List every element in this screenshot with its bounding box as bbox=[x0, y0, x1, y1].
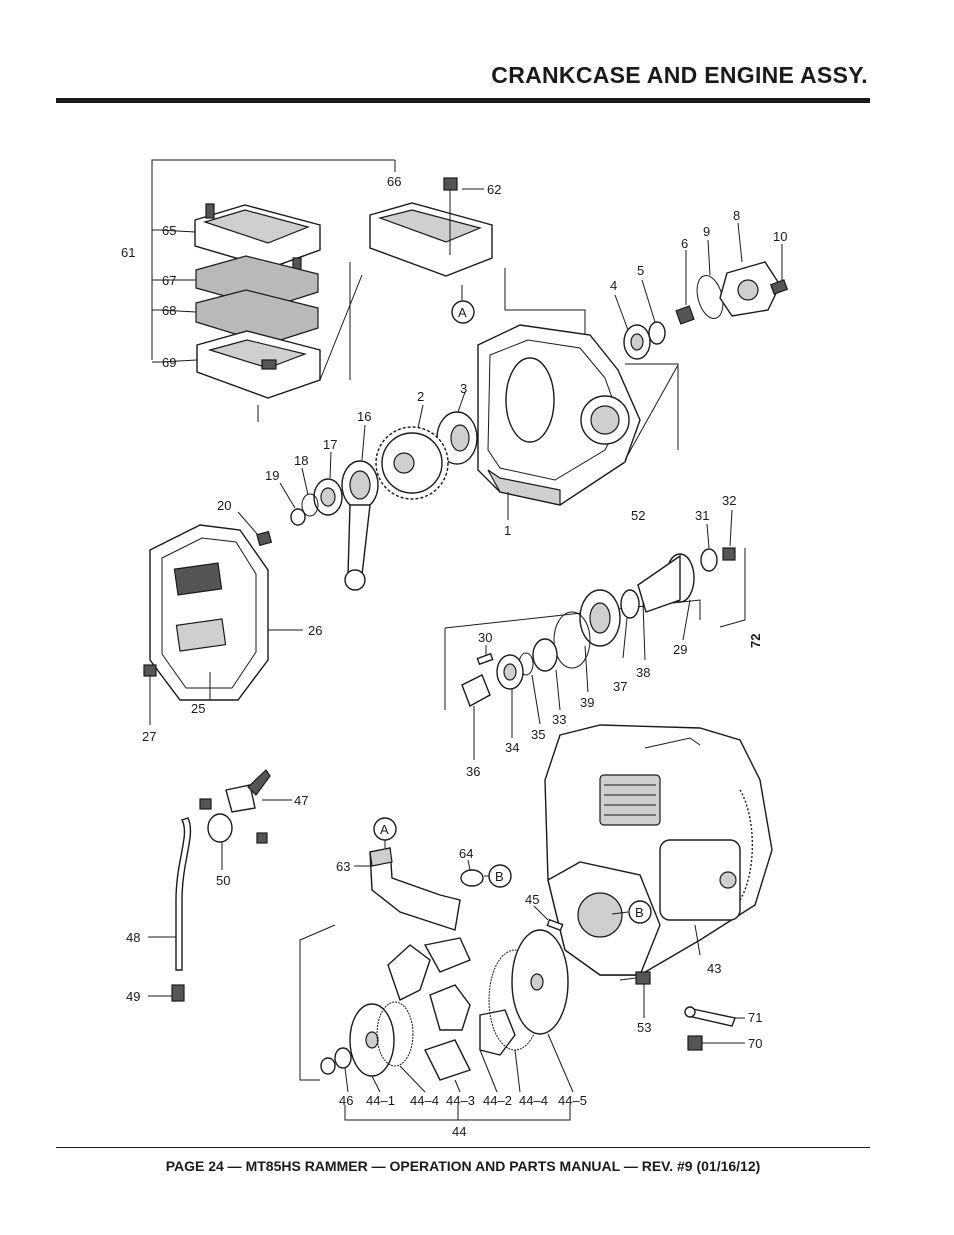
callout-36: 36 bbox=[466, 764, 480, 779]
callout-32: 32 bbox=[722, 493, 736, 508]
callout-20: 20 bbox=[217, 498, 231, 513]
callout-A-upper: A bbox=[458, 305, 467, 320]
callout-67: 67 bbox=[162, 273, 176, 288]
crankcase-cover bbox=[143, 524, 303, 725]
callout-5: 5 bbox=[637, 263, 644, 278]
callout-39: 39 bbox=[580, 695, 594, 710]
callout-63: 63 bbox=[336, 859, 350, 874]
callout-44-3: 44–3 bbox=[446, 1093, 475, 1108]
callout-31: 31 bbox=[695, 508, 709, 523]
intake-and-misc-parts bbox=[354, 840, 745, 1051]
callout-61: 61 bbox=[121, 245, 135, 260]
footer-rule bbox=[56, 1147, 870, 1148]
crankcase bbox=[477, 324, 679, 520]
callout-17: 17 bbox=[323, 437, 337, 452]
callout-48: 48 bbox=[126, 930, 140, 945]
callout-52: 52 bbox=[631, 508, 645, 523]
callout-43: 43 bbox=[707, 961, 721, 976]
callout-18: 18 bbox=[294, 453, 308, 468]
callout-19: 19 bbox=[265, 468, 279, 483]
callout-B-engine: B bbox=[635, 905, 644, 920]
fuel-parts bbox=[148, 769, 292, 1002]
callout-1: 1 bbox=[504, 523, 511, 538]
callout-A-lower: A bbox=[380, 822, 389, 837]
callout-53: 53 bbox=[637, 1020, 651, 1035]
air-cleaner-group bbox=[151, 159, 586, 422]
callout-30: 30 bbox=[478, 630, 492, 645]
clutch-shoe-group bbox=[299, 924, 574, 1121]
callout-44-1: 44–1 bbox=[366, 1093, 395, 1108]
callout-68: 68 bbox=[162, 303, 176, 318]
callout-70: 70 bbox=[748, 1036, 762, 1051]
callout-65: 65 bbox=[162, 223, 176, 238]
callout-44-4a: 44–4 bbox=[410, 1093, 439, 1108]
page-footer: PAGE 24 — MT85HS RAMMER — OPERATION AND … bbox=[165, 1158, 761, 1174]
callout-66: 66 bbox=[387, 174, 401, 189]
callout-25: 25 bbox=[191, 701, 205, 716]
callout-44-2: 44–2 bbox=[483, 1093, 512, 1108]
callout-62: 62 bbox=[487, 182, 501, 197]
callout-72: 72 bbox=[748, 634, 763, 648]
callout-69: 69 bbox=[162, 355, 176, 370]
callout-44-5: 44–5 bbox=[558, 1093, 587, 1108]
callout-71: 71 bbox=[748, 1010, 762, 1025]
callout-2: 2 bbox=[417, 389, 424, 404]
callout-34: 34 bbox=[505, 740, 519, 755]
callout-46: 46 bbox=[339, 1093, 353, 1108]
callout-labels: 61 65 67 68 69 66 62 A 6 9 8 10 5 4 3 2 … bbox=[121, 174, 787, 1139]
callout-27: 27 bbox=[142, 729, 156, 744]
callout-9: 9 bbox=[703, 224, 710, 239]
crank-bearing-seal-parts bbox=[436, 222, 789, 465]
callout-35: 35 bbox=[531, 727, 545, 742]
callout-49: 49 bbox=[126, 989, 140, 1004]
callout-47: 47 bbox=[294, 793, 308, 808]
callout-16: 16 bbox=[357, 409, 371, 424]
callout-4: 4 bbox=[610, 278, 617, 293]
callout-44-4b: 44–4 bbox=[519, 1093, 548, 1108]
callout-B-lower: B bbox=[495, 869, 504, 884]
callout-33: 33 bbox=[552, 712, 566, 727]
callout-38: 38 bbox=[636, 665, 650, 680]
callout-26: 26 bbox=[308, 623, 322, 638]
callout-10: 10 bbox=[773, 229, 787, 244]
engine bbox=[544, 724, 773, 976]
callout-29: 29 bbox=[673, 642, 687, 657]
page-title: CRANKCASE AND ENGINE ASSY. bbox=[491, 62, 868, 88]
clutch-drum-group bbox=[444, 509, 746, 760]
gear-connecting-rod bbox=[237, 404, 449, 591]
callout-6: 6 bbox=[681, 236, 688, 251]
callout-8: 8 bbox=[733, 208, 740, 223]
callout-37: 37 bbox=[613, 679, 627, 694]
callout-64: 64 bbox=[459, 846, 473, 861]
callout-44: 44 bbox=[452, 1124, 466, 1139]
callout-3: 3 bbox=[460, 381, 467, 396]
title-rule bbox=[56, 98, 870, 103]
callout-50: 50 bbox=[216, 873, 230, 888]
callout-45: 45 bbox=[525, 892, 539, 907]
